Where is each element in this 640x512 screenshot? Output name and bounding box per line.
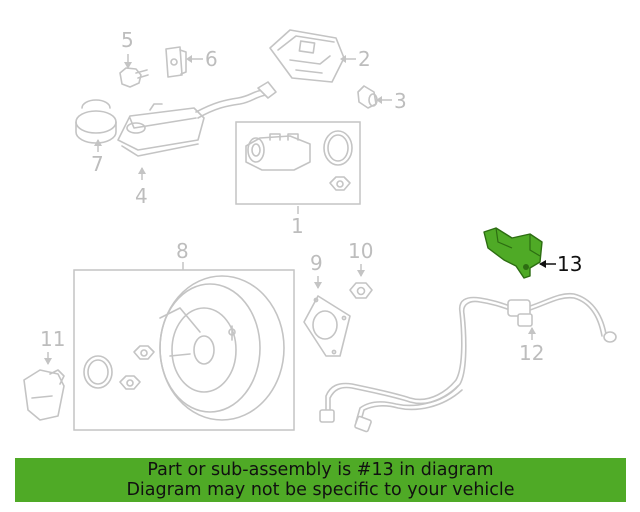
part-12-brake-line: 12 xyxy=(319,292,617,433)
notice-line-1: Part or sub-assembly is #13 in diagram xyxy=(147,460,494,480)
callout-10: 10 xyxy=(348,239,373,263)
callout-1: 1 xyxy=(291,214,304,238)
notice-line-2: Diagram may not be specific to your vehi… xyxy=(126,480,515,500)
callout-6: 6 xyxy=(205,47,218,71)
part-5-bolt: 5 xyxy=(119,28,149,88)
callout-11: 11 xyxy=(40,327,65,351)
part-4-reservoir: 4 xyxy=(117,81,277,208)
part-1-master-cylinder: 1 xyxy=(235,121,361,238)
callout-12: 12 xyxy=(519,341,544,365)
part-8-booster: 8 xyxy=(73,239,295,431)
callout-8: 8 xyxy=(176,239,189,263)
part-10-nut: 10 xyxy=(348,239,373,299)
notice-banner: Part or sub-assembly is #13 in diagram D… xyxy=(15,458,626,502)
part-6-clip: 6 xyxy=(165,46,218,78)
callout-5: 5 xyxy=(121,28,134,52)
part-9-gasket: 9 xyxy=(303,251,351,357)
callout-3: 3 xyxy=(394,89,407,113)
callout-9: 9 xyxy=(310,251,323,275)
part-13-bracket: 13 xyxy=(483,227,582,279)
callout-13: 13 xyxy=(557,252,582,276)
part-7-cap: 7 xyxy=(75,99,117,176)
part-3-plug: 3 xyxy=(357,85,407,113)
parts-diagram: 5 6 2 3 7 xyxy=(23,28,617,433)
callout-7: 7 xyxy=(91,152,104,176)
part-2-module: 2 xyxy=(269,29,371,83)
callout-4: 4 xyxy=(135,184,148,208)
part-11-sensor: 11 xyxy=(23,327,65,421)
callout-2: 2 xyxy=(358,47,371,71)
